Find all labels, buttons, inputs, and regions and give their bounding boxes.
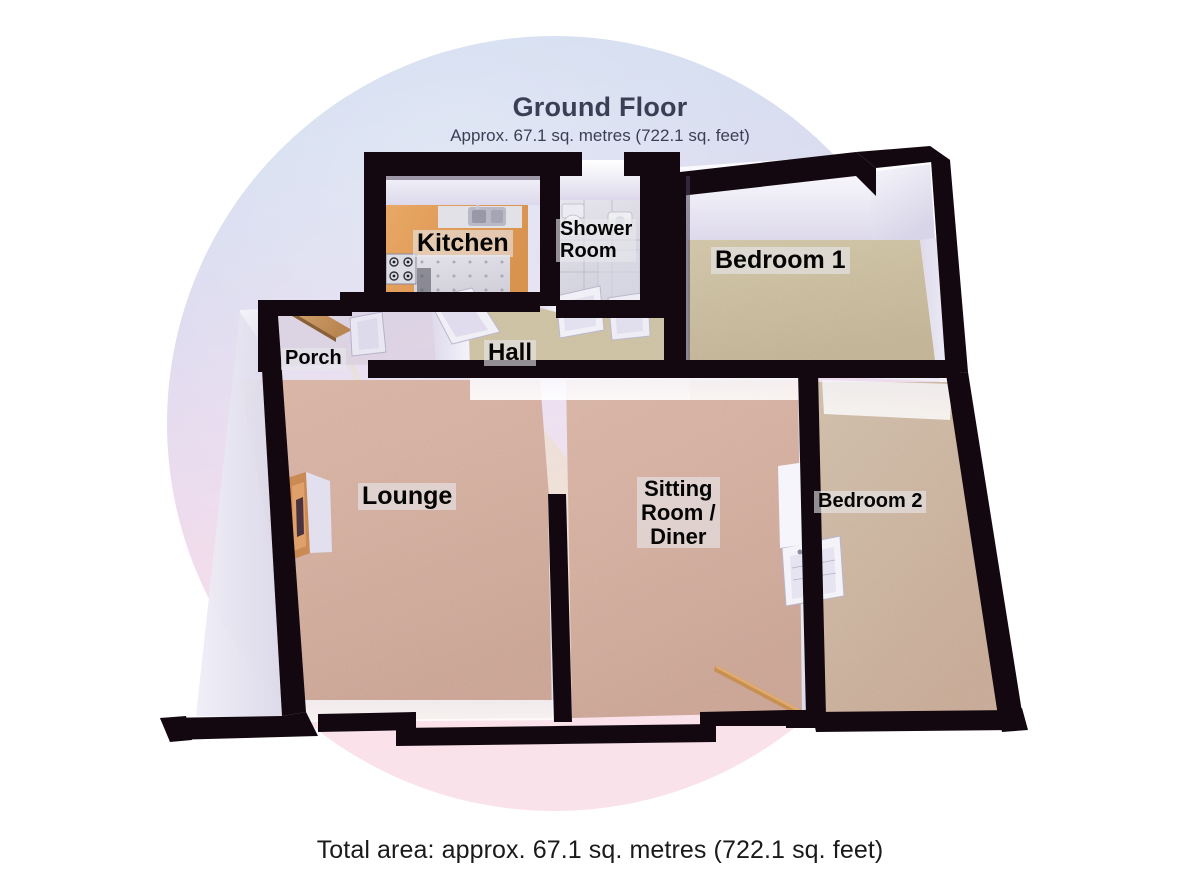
sitting-room-floor <box>566 380 808 718</box>
total-area-caption: Total area: approx. 67.1 sq. metres (722… <box>316 836 884 864</box>
sitting-room-rail <box>714 665 812 722</box>
kitchen-hob-icon <box>385 253 417 285</box>
lounge-floor <box>239 380 566 720</box>
bedroom-2-door <box>778 462 806 548</box>
toilet-icon <box>561 203 585 238</box>
kitchen-sink-icon <box>468 204 506 226</box>
wall-highlights <box>386 176 690 360</box>
bedroom-1-floor <box>688 240 935 360</box>
bedroom-2-floor <box>818 382 1000 716</box>
kitchen-floor <box>385 204 528 305</box>
basin-icon <box>607 211 633 231</box>
